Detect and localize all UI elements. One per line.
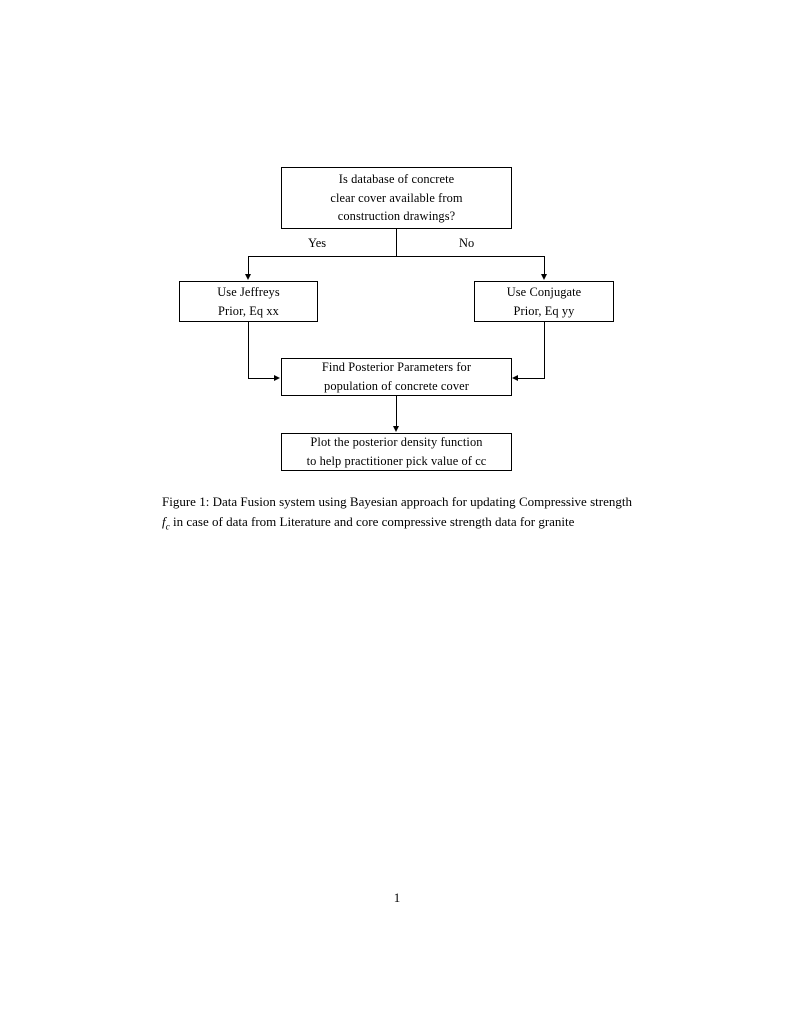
flowchart-node-plot-posterior-density: Plot the posterior density function to h… [281,433,512,471]
node-posterior-line-1: Find Posterior Parameters for [321,360,472,375]
connector-split-bar [248,256,545,257]
arrowhead-posterior-right [512,375,518,381]
connector-yes-drop [248,256,249,275]
arrowhead-into-conjugate [541,274,547,280]
edge-label-no: No [456,237,478,249]
arrowhead-into-plot [393,426,399,432]
flowchart-node-conjugate-prior: Use Conjugate Prior, Eq yy [474,281,614,322]
caption-label: Figure 1: [162,494,210,509]
connector-posterior-to-plot [396,396,397,427]
caption-symbol-fc: fc [162,513,170,533]
node-jeffreys-line-1: Use Jeffreys [217,284,280,299]
flowchart-node-decision: Is database of concrete clear cover avai… [281,167,512,229]
caption-text-before: Data Fusion system using Bayesian approa… [209,494,632,509]
node-posterior-line-2: population of concrete cover [324,379,469,393]
page-number: 1 [393,890,401,905]
node-plot-line-1: Plot the posterior density function [310,435,483,450]
connector-no-drop [544,256,545,275]
flowchart-node-find-posterior-parameters: Find Posterior Parameters for population… [281,358,512,396]
node-decision-line-2: clear cover available from [330,190,463,205]
node-decision-line-1: Is database of concrete [338,171,455,186]
connector-jeffreys-down [248,322,249,379]
connector-conjugate-to-posterior [518,378,545,379]
node-conjugate-line-2: Prior, Eq yy [513,303,575,318]
caption-text-after: in case of data from Literature and core… [169,513,575,529]
connector-jeffreys-to-posterior [248,378,275,379]
node-plot-line-2: to help practitioner pick value of cc [306,454,487,468]
node-decision-line-3: construction drawings? [337,209,456,224]
flowchart-node-jeffreys-prior: Use Jeffreys Prior, Eq xx [179,281,318,322]
edge-label-yes: Yes [305,237,330,249]
caption-symbol-base: f [162,513,166,529]
arrowhead-posterior-left [274,375,280,381]
connector-decision-stem [396,229,397,257]
flowchart-figure: Is database of concrete clear cover avai… [0,0,794,500]
connector-conjugate-down [544,322,545,379]
node-conjugate-line-1: Use Conjugate [506,284,582,299]
caption-symbol-subscript: c [165,522,170,533]
figure-caption: Figure 1: Data Fusion system using Bayes… [162,492,632,535]
node-jeffreys-line-2: Prior, Eq xx [218,303,279,318]
arrowhead-into-jeffreys [245,274,251,280]
